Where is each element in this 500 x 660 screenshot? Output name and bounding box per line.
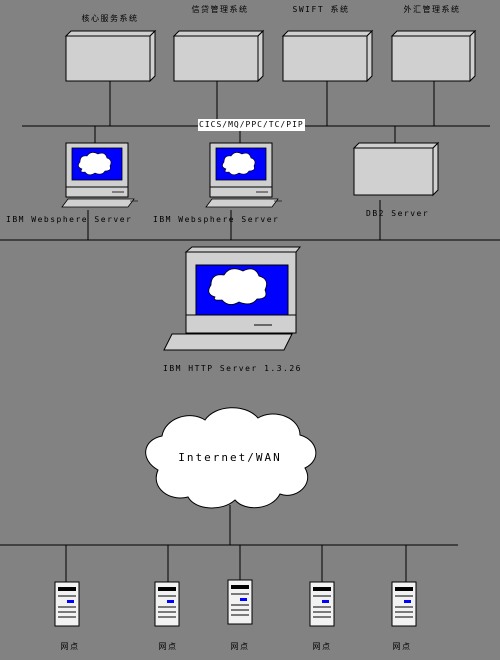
db-server-box	[352, 141, 440, 197]
top-system-label-4: 外汇管理系统	[403, 5, 461, 14]
branch-pc-5	[391, 581, 417, 627]
app-server-1-label: IBM Websphere Server	[6, 215, 133, 224]
http-server-pc	[163, 246, 302, 351]
branch-label-4: 网点	[312, 642, 332, 651]
branch-pc-4	[309, 581, 335, 627]
branch-pc-2	[154, 581, 180, 627]
branch-pc-1	[54, 581, 80, 627]
branch-label-1: 网点	[60, 642, 80, 651]
top-system-boxes	[64, 29, 477, 83]
branch-label-5: 网点	[392, 642, 412, 651]
db-server-label: DB2 Server	[366, 209, 430, 218]
branch-label-2: 网点	[158, 642, 178, 651]
internet-cloud	[145, 407, 317, 509]
http-server-label: IBM HTTP Server 1.3.26	[163, 364, 302, 373]
app-server-2-pc	[205, 142, 283, 208]
protocol-label: CICS/MQ/PPC/TC/PIP	[198, 119, 305, 131]
branch-pc-3	[227, 579, 253, 625]
top-system-label-1: 核心服务系统	[81, 14, 139, 23]
branch-label-3: 网点	[230, 642, 250, 651]
app-server-1-pc	[61, 142, 139, 208]
top-system-label-2: 信贷管理系统	[191, 5, 249, 14]
app-server-2-label: IBM Websphere Server	[153, 215, 280, 224]
network-lines	[0, 81, 500, 584]
cloud-label: Internet/WAN	[178, 451, 282, 464]
top-system-label-3: SWIFT 系统	[292, 5, 350, 14]
